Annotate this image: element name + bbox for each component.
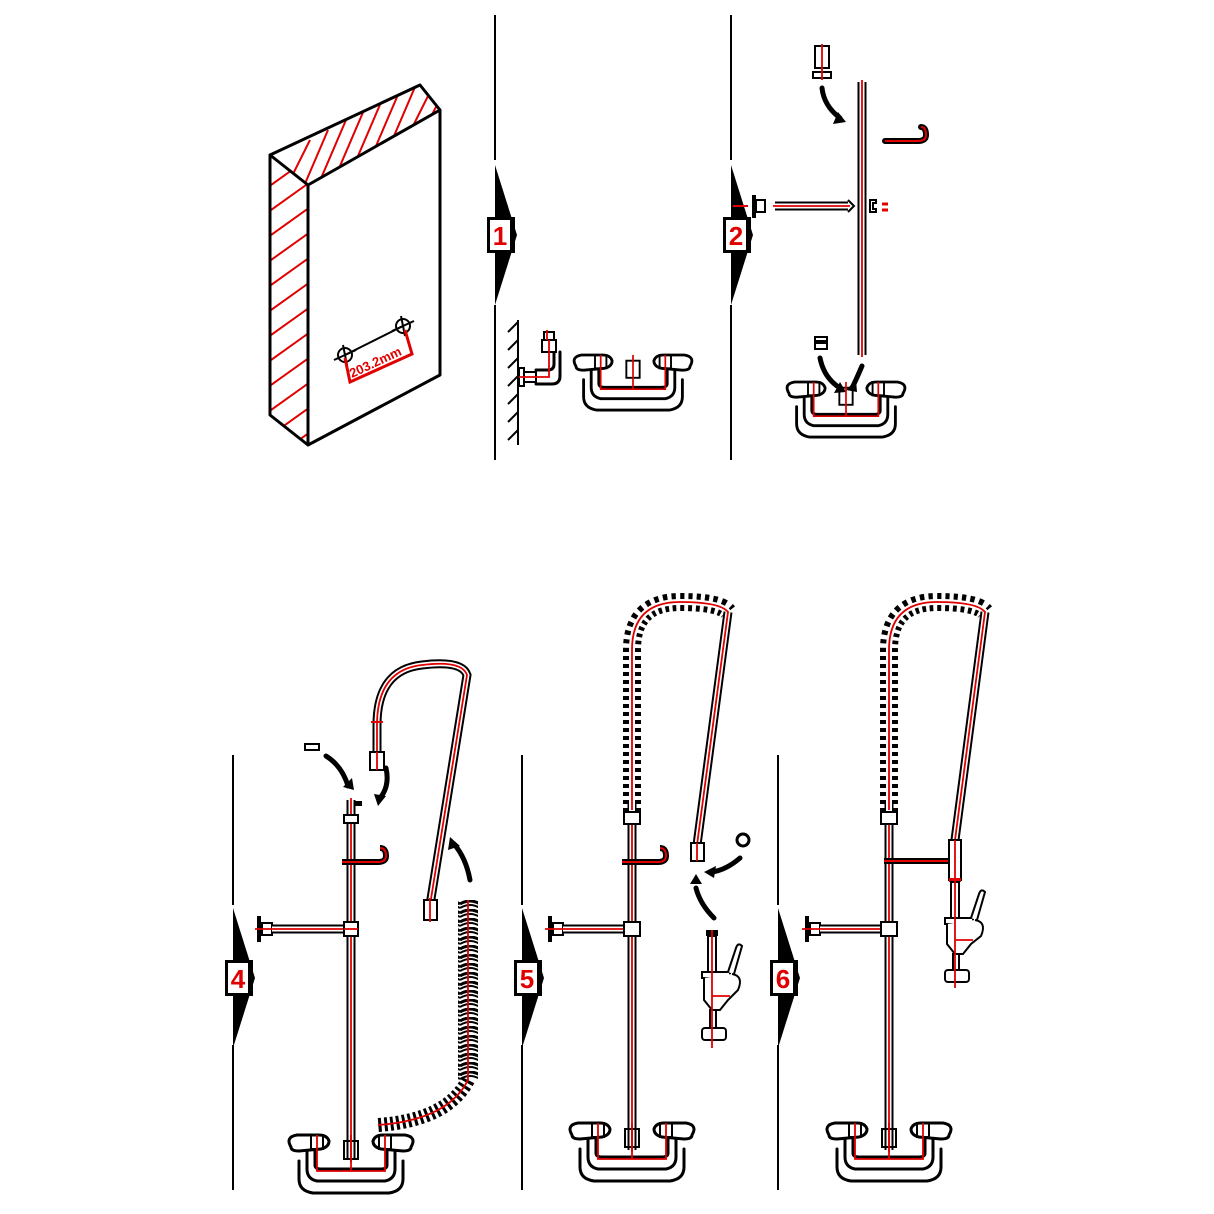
step-1-illustration — [507, 320, 694, 445]
step-2-arrow: 2 — [723, 165, 753, 305]
divider-lines-top — [494, 15, 732, 460]
faucet-icon — [785, 380, 907, 439]
faucet-icon — [287, 1133, 415, 1195]
step-2-illustration — [733, 44, 930, 439]
faucet-icon — [825, 1121, 953, 1183]
step-1-number: 1 — [493, 221, 507, 251]
wall-hatch-icon — [270, 85, 440, 445]
spring-hose-icon — [377, 900, 478, 1132]
step-6-number: 6 — [776, 964, 790, 994]
spray-valve-icon — [701, 930, 744, 1048]
spray-valve-icon — [944, 839, 987, 988]
faucet-icon — [572, 353, 694, 412]
step-1-arrow: 1 — [487, 165, 517, 305]
step-5-arrow: 5 — [514, 908, 544, 1048]
faucet-icon — [568, 1121, 696, 1183]
step-6-arrow: 6 — [770, 908, 800, 1048]
divider-lines-bottom — [232, 755, 779, 1190]
step-4-arrow: 4 — [225, 908, 255, 1048]
curved-arrow-icon — [817, 355, 843, 391]
step-4-illustration — [255, 659, 478, 1195]
step-2-number: 2 — [729, 221, 743, 251]
step-4-number: 4 — [231, 964, 246, 994]
step-6-illustration — [802, 592, 993, 1183]
step-5-illustration — [545, 592, 751, 1183]
wall-panel: 203.2mm — [268, 83, 442, 447]
step-5-number: 5 — [520, 964, 534, 994]
curved-arrow-icon — [819, 85, 843, 121]
